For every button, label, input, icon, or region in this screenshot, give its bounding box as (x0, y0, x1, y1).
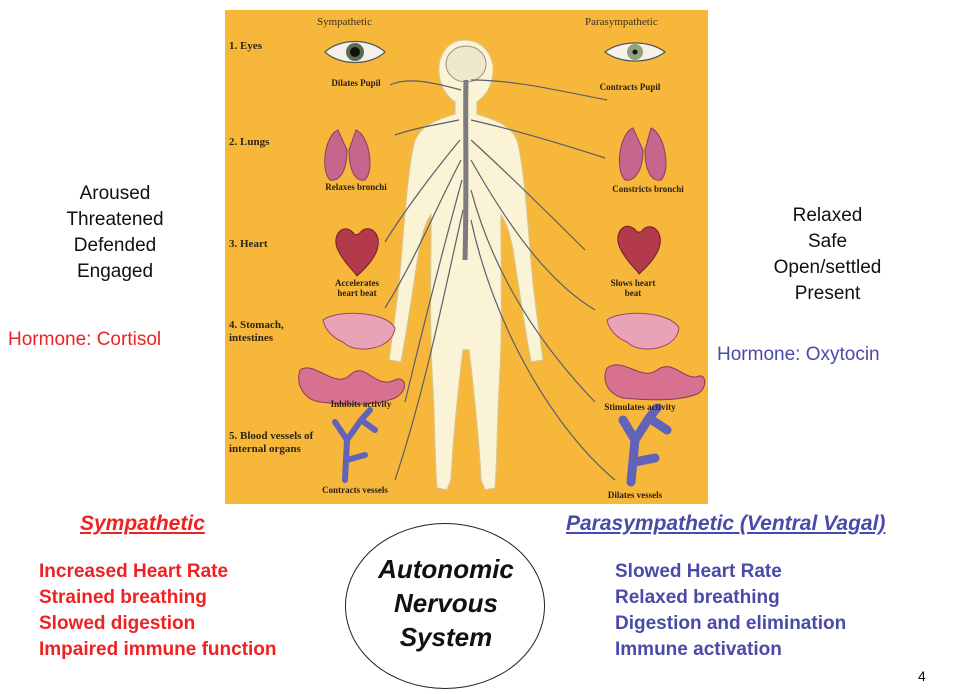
organ-label-lungs: 2. Lungs (229, 136, 269, 149)
organ-label-eyes: 1. Eyes (229, 40, 262, 53)
sym-effect-stomach: Inhibits activity (311, 399, 411, 409)
blood-vessel-icon (623, 408, 667, 482)
effect-item: Immune activation (615, 637, 846, 663)
sympathetic-column-header: Sympathetic (317, 16, 372, 28)
effect-item: Impaired immune function (39, 637, 277, 663)
sym-effect-vessels: Contracts vessels (305, 485, 405, 495)
state-item: Safe (745, 229, 910, 255)
parasympathetic-states-list: Relaxed Safe Open/settled Present (745, 203, 910, 307)
state-item: Aroused (40, 181, 190, 207)
para-effect-stomach: Stimulates activity (585, 402, 695, 412)
heart-icon (336, 229, 378, 276)
sympathetic-heading: Sympathetic (80, 512, 205, 536)
sympathetic-effects-list: Increased Heart Rate Strained breathing … (39, 559, 277, 663)
oxytocin-hormone-label: Hormone: Oxytocin (717, 344, 880, 366)
sym-effect-heart: Accelerates heart beat (325, 278, 389, 298)
cortisol-hormone-label: Hormone: Cortisol (8, 329, 161, 351)
state-item: Present (745, 281, 910, 307)
state-item: Open/settled (745, 255, 910, 281)
nervous-system-illustration: Sympathetic Parasympathetic 1. Eyes 2. L… (225, 10, 708, 504)
state-item: Engaged (40, 259, 190, 285)
effect-item: Strained breathing (39, 585, 277, 611)
effect-item: Relaxed breathing (615, 585, 846, 611)
stomach-intestines-icon (605, 313, 705, 400)
para-effect-lungs: Constricts bronchi (593, 184, 703, 194)
lungs-icon (325, 130, 370, 180)
organ-label-heart: 3. Heart (229, 238, 267, 251)
para-effect-vessels: Dilates vessels (585, 490, 685, 500)
parasympathetic-column-header: Parasympathetic (585, 16, 658, 28)
organ-label-stomach: 4. Stomach, intestines (229, 319, 304, 345)
blood-vessel-icon (335, 410, 375, 480)
para-effect-eyes: Contracts Pupil (585, 82, 675, 92)
parasympathetic-effects-list: Slowed Heart Rate Relaxed breathing Dige… (615, 559, 846, 663)
effect-item: Slowed digestion (39, 611, 277, 637)
heart-icon (618, 226, 660, 274)
parasympathetic-heading: Parasympathetic (Ventral Vagal) (566, 512, 885, 536)
center-label-line: Nervous (346, 586, 546, 620)
state-item: Defended (40, 233, 190, 259)
state-item: Relaxed (745, 203, 910, 229)
page-number: 4 (918, 668, 926, 684)
eye-icon (325, 42, 385, 63)
sympathetic-states-list: Aroused Threatened Defended Engaged (40, 181, 190, 285)
eye-icon (605, 43, 665, 61)
organ-label-blood-vessels: 5. Blood vessels of internal organs (229, 430, 321, 456)
state-item: Threatened (40, 207, 190, 233)
effect-item: Slowed Heart Rate (615, 559, 846, 585)
lungs-icon (619, 128, 666, 180)
effect-item: Increased Heart Rate (39, 559, 277, 585)
para-effect-heart: Slows heart beat (605, 278, 661, 298)
sym-effect-lungs: Relaxes bronchi (311, 182, 401, 192)
sym-effect-eyes: Dilates Pupil (315, 78, 397, 88)
autonomic-nervous-system-circle: Autonomic Nervous System (345, 523, 545, 689)
brain-icon (446, 46, 486, 82)
center-label-line: System (346, 620, 546, 654)
spinal-cord (465, 80, 466, 260)
effect-item: Digestion and elimination (615, 611, 846, 637)
center-label-line: Autonomic (346, 552, 546, 586)
